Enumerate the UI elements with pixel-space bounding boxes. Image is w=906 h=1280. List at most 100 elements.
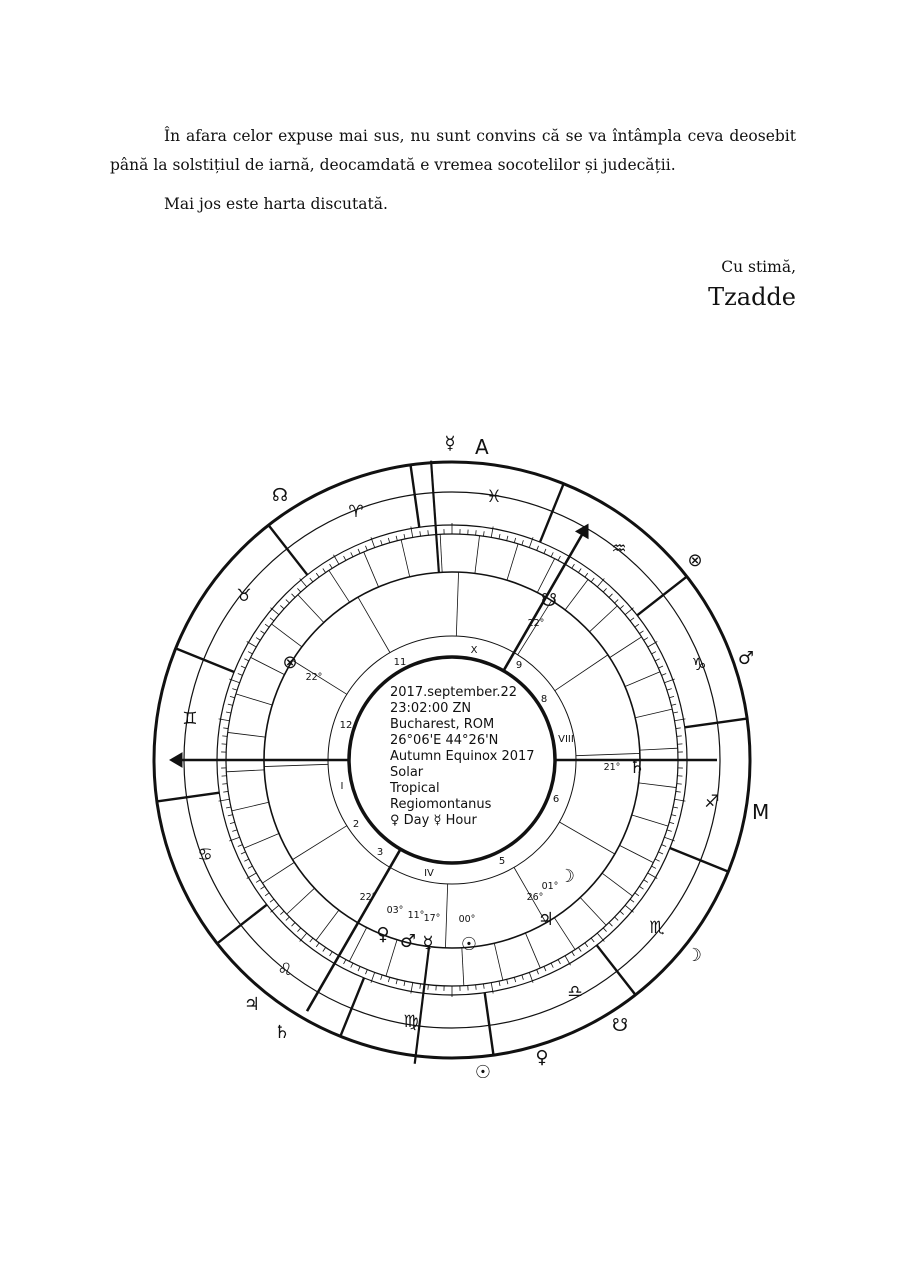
degree-tick <box>602 588 607 593</box>
aries-icon: ♈ <box>348 502 363 522</box>
degree-tick <box>329 951 333 957</box>
degree-tick <box>528 972 534 983</box>
chart-info-block: 2017.september.22 23:02:00 ZN Bucharest,… <box>389 685 535 828</box>
degree-tick <box>246 872 257 879</box>
info-line-event: Autumn Equinox 2017 <box>390 749 535 764</box>
decan-line <box>506 543 519 581</box>
degree-tick <box>285 916 290 921</box>
degree-label: 17° <box>424 913 441 924</box>
degree-tick <box>634 623 640 628</box>
angle-label-mc: M <box>752 800 769 824</box>
degree-tick <box>624 607 634 616</box>
decan-line <box>231 801 269 812</box>
degree-tick <box>246 641 257 648</box>
house-1: I <box>341 781 344 792</box>
degree-tick <box>498 980 501 987</box>
degree-tick <box>240 851 246 855</box>
degree-tick <box>483 983 485 989</box>
degree-tick <box>222 735 228 737</box>
degree-tick <box>357 966 361 972</box>
astrology-chart: A M ☿ ☊ ⊗ ♂ ♃ ♄ ☉ ♀ ☋ ☽ ♈ ♓ ♒ ♑ ♐ ♏ ♎ ♍ … <box>152 433 769 1083</box>
degree-tick <box>350 552 354 558</box>
house-cusp-line <box>513 867 547 924</box>
degree-tick <box>634 892 640 897</box>
decan-line <box>226 769 265 773</box>
degree-tick <box>571 951 575 957</box>
decan-line <box>601 872 633 897</box>
degree-tick <box>403 980 406 987</box>
house-6: 6 <box>553 794 559 805</box>
sign-boundary-line <box>684 717 748 729</box>
house-10: X <box>471 645 478 656</box>
house-cusp-line <box>517 600 552 656</box>
degree-tick <box>285 599 290 604</box>
mercury-icon: ☿ <box>422 933 433 954</box>
leo-icon: ♌ <box>277 960 292 980</box>
house-cusp-line <box>554 654 609 691</box>
decan-line <box>609 636 642 658</box>
degree-tick <box>619 910 624 915</box>
degree-tick <box>619 605 624 610</box>
degree-labels: 22° 22° 21° 22° 03° 11° 17° 00° 01° 26° <box>306 618 621 925</box>
degree-tick <box>419 983 421 989</box>
decan-line <box>624 671 661 687</box>
degree-tick <box>370 537 376 548</box>
degree-tick <box>365 969 368 975</box>
degree-tick <box>309 577 314 583</box>
degree-tick <box>513 977 517 983</box>
degree-tick <box>264 623 270 628</box>
degree-tick <box>227 703 233 706</box>
degree-tick <box>676 735 682 737</box>
libra-icon: ♎ <box>567 982 582 1002</box>
sign-boundary-line <box>267 524 309 576</box>
degree-tick <box>299 578 308 588</box>
degree-tick <box>260 630 265 634</box>
degree-tick <box>506 979 509 985</box>
degree-tick <box>329 563 333 569</box>
house-cusp-lines <box>156 464 748 1056</box>
house-cusp-line <box>292 660 348 695</box>
sign-boundary-line <box>538 483 565 543</box>
outer-planet-glyphs: ☿ ☊ ⊗ ♂ ♃ ♄ ☉ ♀ ☋ ☽ <box>244 433 754 1083</box>
house-9: 9 <box>516 660 522 671</box>
decan-line <box>271 623 303 648</box>
angle-label-asc: A <box>475 435 489 459</box>
degree-tick <box>380 540 383 546</box>
degree-tick <box>498 533 501 540</box>
house-cusp-line <box>292 825 348 860</box>
degree-label: 03° <box>387 905 404 916</box>
info-line-chart-type: Solar <box>390 765 424 780</box>
ic-axis <box>305 848 402 1012</box>
degree-tick <box>676 783 682 785</box>
inner-planet-glyphs: ♀ ♂ ☿ ☉ ♃ ☽ ♄ ⊗ ☋ <box>282 590 645 955</box>
mc-axis <box>502 527 588 672</box>
degree-tick <box>550 552 554 558</box>
moon-icon: ☽ <box>559 866 575 887</box>
degree-tick <box>410 526 414 538</box>
degree-tick <box>629 898 635 903</box>
house-11: 11 <box>394 657 407 668</box>
saturn-icon: ♄ <box>629 757 645 778</box>
house-3: 3 <box>377 847 383 858</box>
sign-boundary-line <box>216 903 268 945</box>
house-cusp-line <box>559 821 616 855</box>
degree-tick <box>590 577 595 583</box>
house-cusp-line <box>264 763 329 767</box>
degree-label: 01° <box>542 881 559 892</box>
mc-arrow <box>574 523 589 540</box>
degree-tick <box>672 806 679 809</box>
degree-tick <box>513 537 517 543</box>
degree-tick <box>270 904 280 913</box>
degree-tick <box>596 932 605 942</box>
chart-axes <box>169 460 717 1064</box>
degree-tick <box>365 545 368 551</box>
degree-tick <box>528 537 534 548</box>
degree-tick <box>536 545 539 551</box>
degree-tick <box>395 979 398 985</box>
decan-line <box>286 887 315 915</box>
decan-line <box>474 535 480 574</box>
degree-tick <box>225 806 232 809</box>
jupiter-outer-icon: ♃ <box>244 994 260 1015</box>
decan-line <box>297 594 325 623</box>
sun-outer-icon: ☉ <box>475 1062 491 1083</box>
